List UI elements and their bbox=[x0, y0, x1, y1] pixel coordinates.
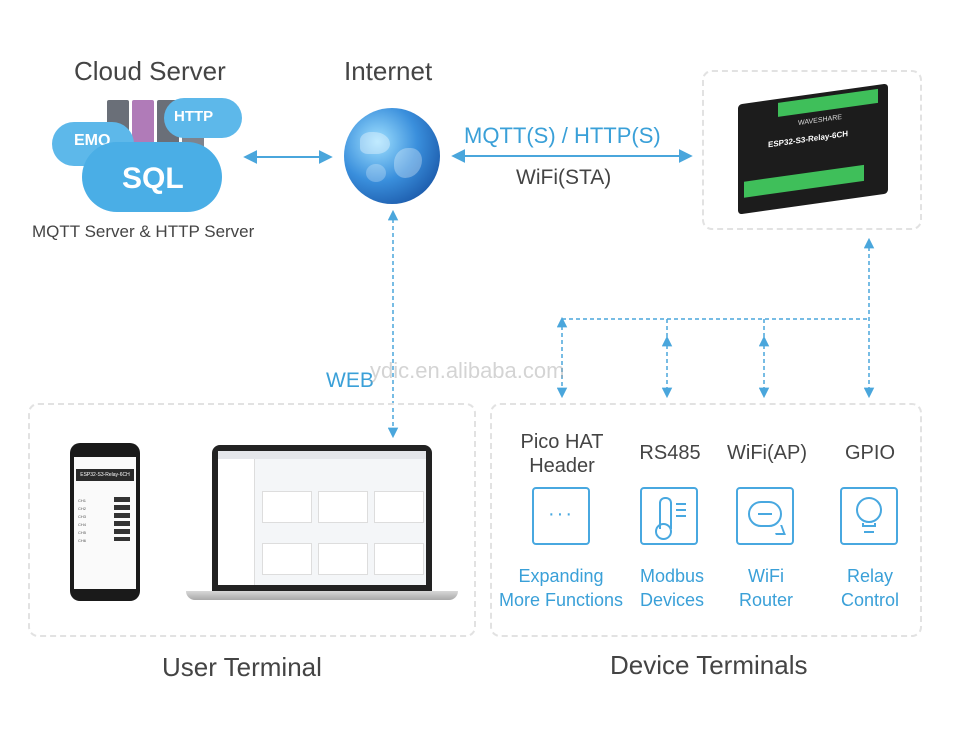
laptop-lid bbox=[212, 445, 432, 591]
watermark: ydic.en.alibaba.com bbox=[370, 358, 565, 383]
web-label: WEB bbox=[326, 369, 374, 392]
dots-icon: ··· bbox=[532, 487, 590, 545]
phone-channel-list: CH1 CH2 CH3 CH4 CH5 CH6 bbox=[78, 497, 86, 545]
list-item: CH3 bbox=[78, 514, 87, 519]
cloud-server-illustration: EMQ HTTP SQL bbox=[52, 96, 242, 218]
cloud-server-title: Cloud Server bbox=[74, 56, 226, 86]
list-item: CH6 bbox=[78, 538, 87, 543]
user-terminal-title: User Terminal bbox=[162, 652, 322, 682]
thermometer-icon bbox=[640, 487, 698, 545]
device-model-label: ESP32-S3-Relay-6CH bbox=[768, 129, 849, 150]
wifi-sta-label: WiFi(STA) bbox=[516, 166, 612, 189]
chat-bubble-icon bbox=[736, 487, 794, 545]
cloud-http-label: HTTP bbox=[174, 108, 214, 125]
web-card bbox=[318, 491, 368, 523]
user-terminal-box: ESP32-S3-Relay-6CH CH1 CH2 CH3 CH4 CH5 C… bbox=[28, 403, 476, 637]
terminal-block-top bbox=[778, 88, 878, 117]
web-card bbox=[262, 491, 312, 523]
web-card bbox=[374, 543, 424, 575]
globe-icon bbox=[344, 108, 440, 204]
phone-switches bbox=[114, 497, 130, 541]
terminal-label-wifi: WiFi(AP) bbox=[727, 442, 807, 464]
cloud-sql-label: SQL bbox=[122, 162, 184, 195]
cloud-sql bbox=[82, 142, 222, 212]
cloud-http bbox=[164, 98, 242, 138]
web-card bbox=[318, 543, 368, 575]
relay-board: ESP32-S3-Relay-6CH WAVESHARE bbox=[738, 83, 888, 215]
device-terminals-title: Device Terminals bbox=[610, 650, 808, 680]
list-item: CH2 bbox=[78, 506, 87, 511]
device-box: ESP32-S3-Relay-6CH WAVESHARE bbox=[702, 70, 922, 230]
list-item: CH4 bbox=[78, 522, 87, 527]
terminal-block-bottom bbox=[744, 164, 864, 198]
device-terminals-box bbox=[490, 403, 922, 637]
terminal-sub-wifi: WiFi Router bbox=[738, 566, 794, 610]
web-card bbox=[262, 543, 312, 575]
list-item: CH5 bbox=[78, 530, 87, 535]
phone: ESP32-S3-Relay-6CH CH1 CH2 CH3 CH4 CH5 C… bbox=[70, 443, 140, 601]
protocol-label: MQTT(S) / HTTP(S) bbox=[464, 123, 661, 148]
internet-title: Internet bbox=[344, 56, 433, 86]
phone-screen: ESP32-S3-Relay-6CH CH1 CH2 CH3 CH4 CH5 C… bbox=[74, 457, 136, 589]
browser-bar bbox=[218, 451, 426, 459]
cloud-server-subtitle: MQTT Server & HTTP Server bbox=[32, 222, 255, 241]
web-card bbox=[374, 491, 424, 523]
terminal-label-rs485: RS485 bbox=[639, 442, 701, 464]
terminal-sub-gpio: Relay Control bbox=[840, 566, 900, 610]
device-brand-label: WAVESHARE bbox=[798, 113, 842, 128]
web-sidebar bbox=[218, 459, 255, 585]
terminal-sub-pico: Expanding More Functions bbox=[498, 566, 624, 610]
laptop-base bbox=[186, 591, 458, 600]
terminal-sub-rs485: Modbus Devices bbox=[639, 566, 705, 610]
terminal-label-gpio: GPIO bbox=[844, 442, 895, 464]
laptop-screen bbox=[218, 451, 426, 585]
lightbulb-icon bbox=[840, 487, 898, 545]
list-item: CH1 bbox=[78, 498, 87, 503]
phone-header: ESP32-S3-Relay-6CH bbox=[76, 469, 134, 481]
terminal-label-pico: Pico HAT Header bbox=[520, 431, 604, 477]
